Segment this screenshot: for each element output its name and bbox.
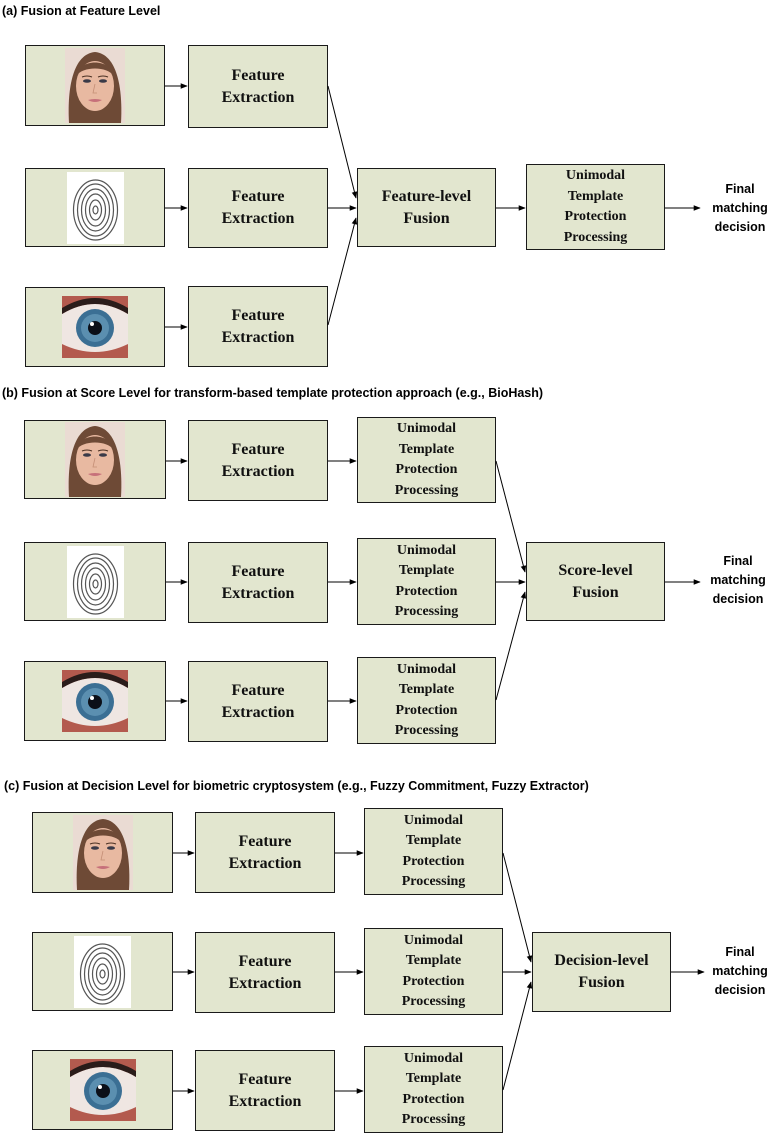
arrow — [327, 85, 358, 199]
template-protection-box: Unimodal Template Protection Processing — [364, 928, 503, 1015]
face-input-box — [32, 812, 173, 893]
iris-photo-icon — [62, 296, 128, 358]
template-protection-label: Unimodal Template Protection Processing — [401, 812, 466, 890]
face-photo-icon — [65, 422, 125, 497]
feature-extraction-label: Feature Extraction — [221, 306, 295, 346]
fingerprint-input-box — [25, 168, 165, 247]
feature-extraction-label: Feature Extraction — [221, 188, 295, 227]
fusion-label: Feature-level Fusion — [381, 187, 472, 227]
score-level-fusion-box: Score-level Fusion — [526, 542, 665, 621]
feature-extraction-label: Feature Extraction — [221, 66, 295, 106]
final-decision-label: Final matching decision — [712, 945, 768, 997]
feature-extraction-box: Feature Extraction — [188, 286, 328, 367]
section-c-title: (c) Fusion at Decision Level for biometr… — [4, 779, 589, 793]
feature-extraction-label: Feature Extraction — [228, 832, 302, 872]
section-b-title: (b) Fusion at Score Level for transform-… — [2, 386, 544, 400]
iris-photo-icon — [62, 670, 128, 732]
template-protection-label: Unimodal Template Protection Processing — [401, 932, 466, 1010]
section-a-title: (a) Fusion at Feature Level — [2, 4, 161, 18]
template-protection-label: Unimodal Template Protection Processing — [401, 1050, 466, 1128]
arrow — [495, 591, 527, 701]
fingerprint-input-box — [24, 542, 166, 621]
decision-level-fusion-box: Decision-level Fusion — [532, 932, 671, 1012]
fingerprint-icon — [66, 545, 124, 618]
template-protection-box: Unimodal Template Protection Processing — [364, 1046, 503, 1133]
final-decision-label: Final matching decision — [712, 182, 768, 234]
iris-photo-icon — [69, 1059, 136, 1121]
feature-extraction-box: Feature Extraction — [188, 661, 328, 742]
face-photo-icon — [72, 815, 133, 890]
template-protection-box: Unimodal Template Protection Processing — [364, 808, 503, 895]
feature-extraction-box: Feature Extraction — [195, 932, 335, 1013]
face-photo-icon — [65, 48, 125, 123]
iris-input-box — [24, 661, 166, 741]
fingerprint-icon — [66, 171, 124, 244]
template-protection-label: Unimodal Template Protection Processing — [563, 168, 628, 245]
face-input-box — [25, 45, 165, 126]
template-protection-label: Unimodal Template Protection Processing — [394, 542, 459, 620]
arrow — [495, 460, 527, 573]
template-protection-box: Unimodal Template Protection Processing — [526, 164, 665, 250]
feature-extraction-label: Feature Extraction — [221, 562, 295, 602]
template-protection-box: Unimodal Template Protection Processing — [357, 417, 496, 503]
feature-extraction-box: Feature Extraction — [195, 1050, 335, 1131]
feature-extraction-label: Feature Extraction — [221, 440, 295, 480]
iris-input-box — [25, 287, 165, 367]
feature-extraction-label: Feature Extraction — [228, 952, 302, 992]
face-input-box — [24, 420, 166, 499]
iris-input-box — [32, 1050, 173, 1130]
arrow — [327, 217, 358, 326]
template-protection-box: Unimodal Template Protection Processing — [357, 538, 496, 625]
fusion-label: Score-level Fusion — [558, 561, 633, 601]
feature-extraction-box: Feature Extraction — [188, 420, 328, 501]
feature-level-fusion-box: Feature-level Fusion — [357, 168, 496, 247]
fingerprint-input-box — [32, 932, 173, 1011]
fusion-label: Decision-level Fusion — [554, 952, 649, 991]
final-decision-label: Final matching decision — [710, 554, 766, 606]
arrow — [502, 981, 533, 1091]
template-protection-label: Unimodal Template Protection Processing — [394, 661, 459, 739]
feature-extraction-box: Feature Extraction — [188, 168, 328, 248]
arrow — [502, 852, 533, 963]
feature-extraction-label: Feature Extraction — [228, 1070, 302, 1110]
template-protection-label: Unimodal Template Protection Processing — [394, 421, 459, 498]
feature-extraction-box: Feature Extraction — [188, 542, 328, 623]
fingerprint-icon — [74, 935, 131, 1008]
template-protection-box: Unimodal Template Protection Processing — [357, 657, 496, 744]
feature-extraction-label: Feature Extraction — [221, 681, 295, 721]
feature-extraction-box: Feature Extraction — [188, 45, 328, 128]
feature-extraction-box: Feature Extraction — [195, 812, 335, 893]
